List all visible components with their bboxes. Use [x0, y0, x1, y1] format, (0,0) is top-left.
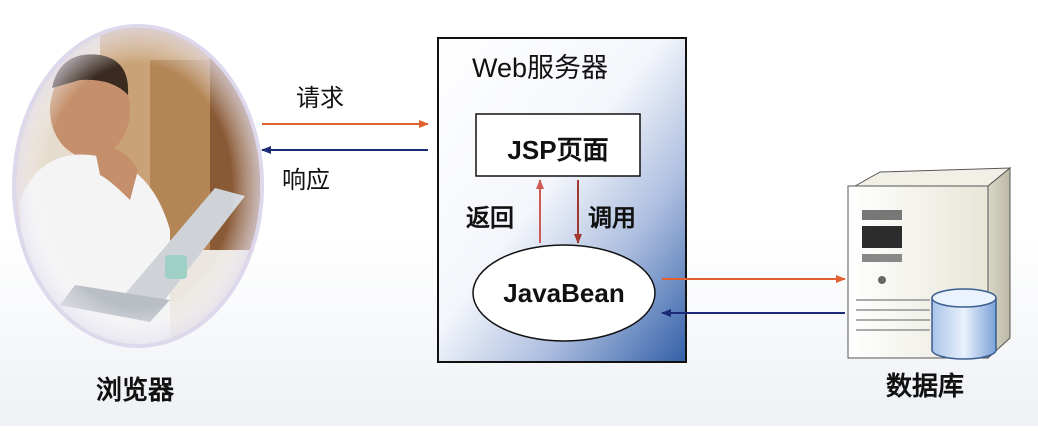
browser-label: 浏览器 [96, 375, 175, 405]
call-label: 调用 [588, 205, 636, 232]
javabean-ellipse [472, 244, 656, 342]
database-cylinder-icon [931, 288, 997, 360]
jsp-page-box [475, 113, 641, 177]
request-label: 请求 [296, 85, 344, 112]
jsp-page-label: JSP页面 [507, 135, 609, 165]
web-server-title: Web服务器 [472, 53, 609, 83]
database-label: 数据库 [886, 371, 965, 401]
return-label: 返回 [466, 205, 514, 232]
javabean-label: JavaBean [503, 278, 625, 308]
browser-user-illustration [12, 24, 264, 348]
response-label: 响应 [282, 167, 330, 194]
